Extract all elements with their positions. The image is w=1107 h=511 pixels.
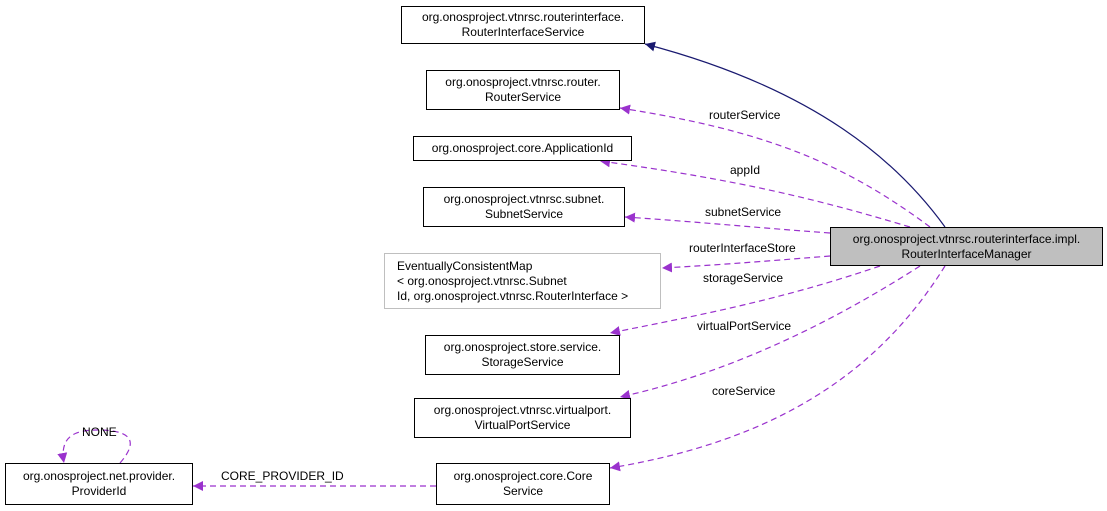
edge-none [57, 429, 131, 464]
node-subnet-service[interactable]: org.onosproject.vtnrsc.subnet. SubnetSer… [423, 187, 625, 227]
edge-label-core-service: coreService [712, 384, 776, 398]
node-text: ProviderId [71, 484, 127, 498]
node-eventually-consistent-map[interactable]: EventuallyConsistentMap < org.onosprojec… [384, 253, 661, 309]
node-text: RouterInterfaceService [461, 25, 585, 39]
node-text: org.onosproject.vtnrsc.routerinterface.i… [852, 231, 1081, 246]
node-text: org.onosproject.vtnrsc.virtualport. [433, 403, 612, 417]
node-text: EventuallyConsistentMap [397, 258, 533, 273]
inheritance-edge [644, 41, 946, 228]
node-text: RouterService [484, 90, 562, 104]
node-text: org.onosproject.net.provider. [22, 469, 176, 483]
node-text: StorageService [481, 355, 564, 369]
node-storage-service[interactable]: org.onosproject.store.service. StorageSe… [425, 335, 620, 375]
node-text: < org.onosproject.vtnrsc.Subnet [397, 273, 567, 288]
edge-storage-service [609, 265, 881, 336]
node-router-service[interactable]: org.onosproject.vtnrsc.router. RouterSer… [426, 70, 620, 110]
node-text: org.onosproject.vtnrsc.subnet. [443, 192, 605, 206]
edge-label-router-service: routerService [709, 108, 781, 122]
edge-label-core-provider-id: CORE_PROVIDER_ID [221, 469, 344, 483]
node-text: org.onosproject.core.ApplicationId [431, 141, 614, 155]
node-text: org.onosproject.vtnrsc.routerinterface. [421, 10, 625, 24]
node-text: org.onosproject.store.service. [443, 340, 602, 354]
node-text: Id, org.onosproject.vtnrsc.RouterInterfa… [397, 288, 629, 303]
edge-virtual-port-service [619, 265, 921, 400]
node-core-service[interactable]: org.onosproject.core.Core Service [436, 463, 610, 505]
edge-label-virtual-port-service: virtualPortService [697, 319, 792, 333]
node-text: Service [502, 484, 543, 498]
edge-label-router-interface-store: routerInterfaceStore [689, 241, 796, 255]
node-router-interface-manager[interactable]: org.onosproject.vtnrsc.routerinterface.i… [830, 227, 1103, 266]
node-text: org.onosproject.vtnrsc.router. [445, 75, 601, 89]
edge-label-app-id: appId [730, 163, 761, 177]
edge-label-none: NONE [82, 425, 117, 439]
node-virtual-port-service[interactable]: org.onosproject.vtnrsc.virtualport. Virt… [414, 398, 631, 438]
edge-label-subnet-service: subnetService [705, 205, 782, 219]
edge-router-service [619, 104, 931, 228]
node-text: SubnetService [484, 207, 564, 221]
edge-app-id [599, 157, 911, 228]
node-text: RouterInterfaceManager [901, 246, 1032, 261]
node-router-interface-service[interactable]: org.onosproject.vtnrsc.routerinterface. … [401, 6, 645, 44]
edge-subnet-service [624, 212, 831, 234]
node-text: org.onosproject.core.Core [453, 469, 593, 483]
edge-core-service [609, 265, 946, 472]
node-provider-id[interactable]: org.onosproject.net.provider. ProviderId [5, 463, 193, 505]
edge-router-interface-store [661, 255, 831, 273]
node-application-id[interactable]: org.onosproject.core.ApplicationId [413, 136, 632, 161]
node-text: VirtualPortService [474, 418, 571, 432]
edge-label-storage-service: storageService [703, 271, 784, 285]
